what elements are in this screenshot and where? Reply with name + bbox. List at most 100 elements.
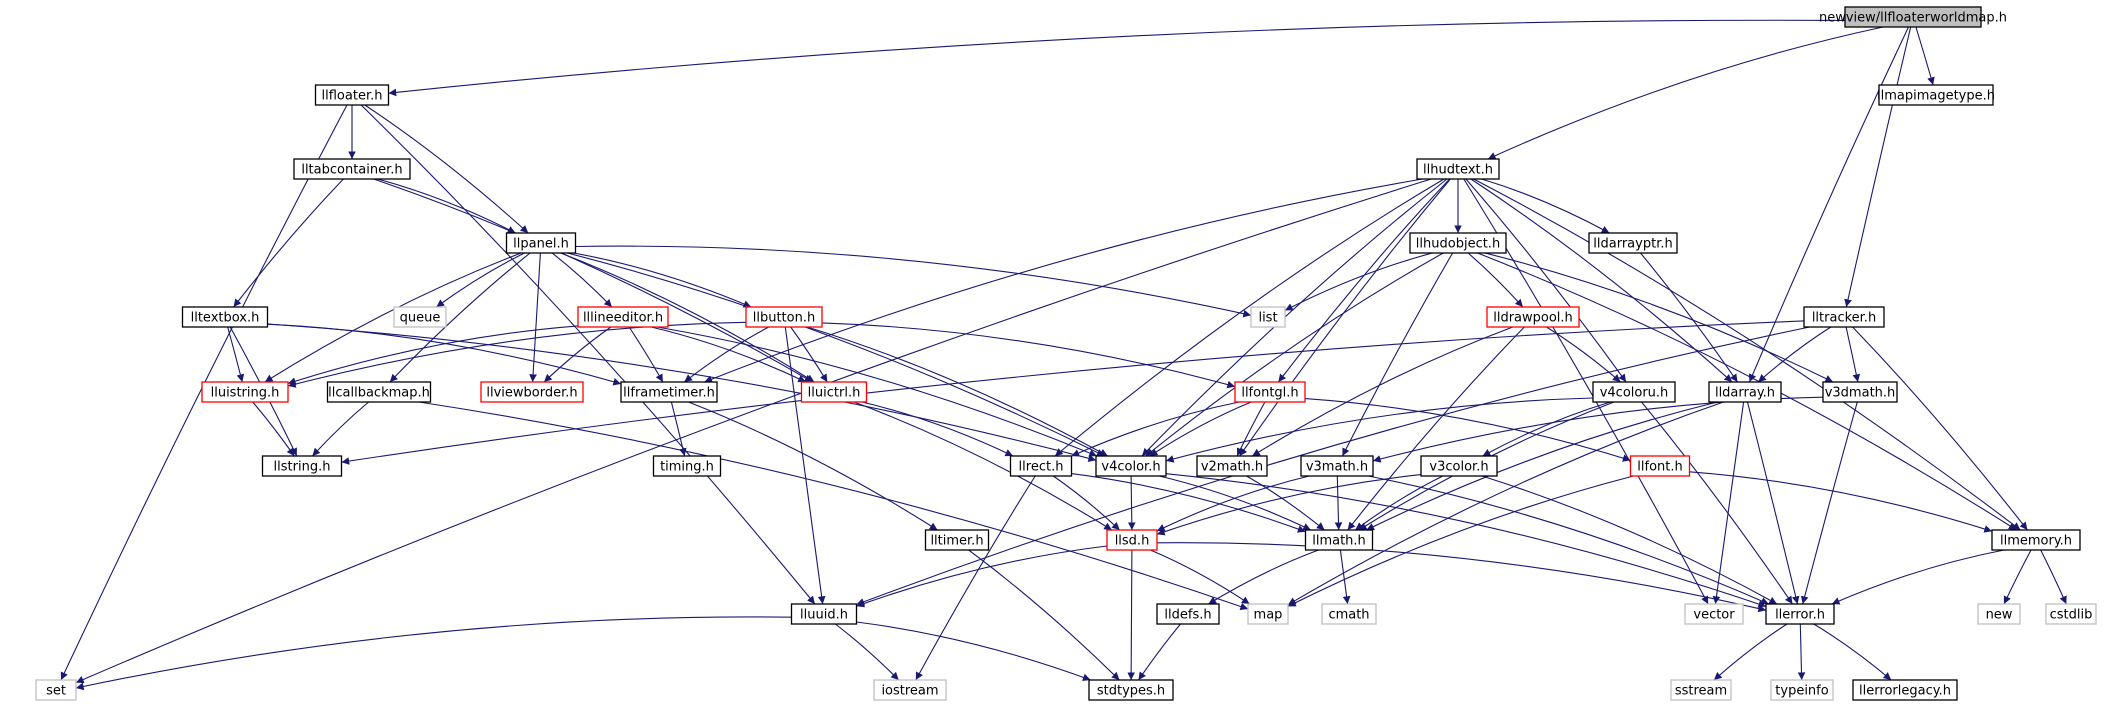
node-label: lltextbox.h (191, 311, 260, 326)
edge-llerror-to-sstream (1713, 623, 1788, 681)
node-box (1670, 679, 1732, 701)
node-llfloater[interactable]: llfloater.h (314, 84, 390, 106)
edge-llhudobject-to-lldrawpool (1467, 252, 1524, 308)
node-v4coloru[interactable]: v4coloru.h (1592, 381, 1676, 403)
node-llbutton[interactable]: llbutton.h (745, 306, 823, 328)
node-v4color[interactable]: v4color.h (1095, 455, 1167, 477)
node-lltextbox[interactable]: lltextbox.h (181, 306, 269, 328)
node-label: llmath.h (1312, 534, 1366, 549)
node-v3color[interactable]: v3color.h (1420, 455, 1498, 477)
edge-lltimer-to-stdtypes (968, 549, 1120, 681)
edge-llfontgl-to-llrect (1071, 401, 1240, 457)
node-llsd[interactable]: llsd.h (1106, 529, 1158, 551)
node-llmath[interactable]: llmath.h (1304, 529, 1374, 551)
node-llcallbackmap[interactable]: llcallbackmap.h (326, 381, 432, 403)
edge-layer (60, 19, 2067, 691)
node-lluuid[interactable]: lluuid.h (790, 603, 858, 625)
edge-llrect-to-llmath (1071, 473, 1306, 533)
node-lluistring[interactable]: lluistring.h (201, 381, 289, 403)
node-llfont[interactable]: llfont.h (1629, 455, 1691, 477)
node-lluictrl[interactable]: lluictrl.h (800, 381, 868, 403)
edge-llmemory-to-llerror (1831, 549, 2005, 605)
edge-lltracker-to-lldarray (1757, 326, 1832, 383)
node-llframetimer[interactable]: llframetimer.h (620, 381, 718, 403)
node-lltabcontainer[interactable]: lltabcontainer.h (293, 158, 411, 180)
node-label: v2math.h (1201, 460, 1263, 475)
node-llhudtext[interactable]: llhudtext.h (1416, 158, 1500, 180)
edge-v3math-to-llmath (1334, 475, 1343, 531)
node-label: newview/llfloaterworldmap.h (1819, 11, 2007, 26)
node-llrect[interactable]: llrect.h (1009, 455, 1073, 477)
node-label: timing.h (660, 460, 714, 475)
node-box (1106, 529, 1158, 551)
node-lltimer[interactable]: lltimer.h (924, 529, 990, 551)
edge-llpanel-to-queue (436, 252, 525, 308)
node-list: list (1250, 306, 1286, 328)
node-box (393, 306, 447, 328)
edge-lllineeditor-to-llviewborder (543, 326, 612, 383)
node-llhudobject[interactable]: llhudobject.h (1409, 232, 1507, 254)
node-typeinfo: typeinfo (1770, 679, 1834, 701)
node-v3dmath[interactable]: v3dmath.h (1822, 381, 1898, 403)
node-lldrawpool[interactable]: lldrawpool.h (1486, 306, 1580, 328)
node-box (35, 679, 77, 701)
node-box (1304, 529, 1374, 551)
node-box (1196, 455, 1268, 477)
edge-lluistring-to-llstring (252, 401, 295, 457)
edge-lltracker-to-lluuid (856, 326, 1810, 606)
node-lldefs[interactable]: lldefs.h (1156, 603, 1220, 625)
node-label: llviewborder.h (486, 386, 577, 401)
edge-llbutton-to-llframetimer (683, 326, 769, 383)
node-vector: vector (1684, 603, 1744, 625)
node-lldarray[interactable]: lldarray.h (1708, 381, 1782, 403)
node-label: lluictrl.h (808, 386, 861, 401)
edge-llpanel-to-lllineeditor (551, 252, 613, 308)
edge-llfontgl-to-llfont (1304, 398, 1631, 462)
edge-v3color-to-llsd (1156, 474, 1422, 536)
node-llstring[interactable]: llstring.h (261, 455, 343, 477)
node-label: lldarrayptr.h (1593, 237, 1672, 252)
edge-lldarray-to-vector (1712, 401, 1745, 605)
node-box (1629, 455, 1691, 477)
node-v2math[interactable]: v2math.h (1196, 455, 1268, 477)
node-llmapimagetype[interactable]: llmapimagetype.h (1877, 84, 1995, 106)
node-lldarrayptr[interactable]: lldarrayptr.h (1588, 232, 1678, 254)
node-llmemory[interactable]: llmemory.h (1991, 529, 2081, 551)
edge-llbutton-to-lluistring (287, 321, 747, 388)
node-box (873, 679, 947, 701)
edge-llcallbackmap-to-llstring (311, 401, 369, 457)
edge-llbutton-to-v4color (807, 326, 1108, 457)
node-box (181, 306, 269, 328)
node-llpanel[interactable]: llpanel.h (505, 232, 577, 254)
node-label: llcallbackmap.h (328, 386, 430, 401)
node-box (620, 381, 718, 403)
edge-llerror-to-typeinfo (1797, 623, 1806, 681)
node-label: v3dmath.h (1825, 386, 1896, 401)
node-llviewborder[interactable]: llviewborder.h (480, 381, 584, 403)
edge-llhudtext-to-v4coloru (1465, 178, 1627, 383)
edge-lldrawpool-to-v2math (1251, 326, 1513, 457)
node-label: iostream (881, 684, 938, 699)
edge-lltracker-to-llstring (341, 320, 1805, 465)
node-box (1300, 455, 1374, 477)
node-map: map (1247, 603, 1289, 625)
edge-lldrawpool-to-llmath (1347, 326, 1525, 531)
node-v3math[interactable]: v3math.h (1300, 455, 1374, 477)
node-lltracker[interactable]: lltracker.h (1803, 306, 1885, 328)
edge-llhudtext-to-llframetimer (704, 178, 1423, 383)
edge-llbutton-to-lluuid (784, 326, 826, 605)
node-timing[interactable]: timing.h (652, 455, 722, 477)
node-label: llerrorlegacy.h (1859, 684, 1951, 699)
node-llfontgl[interactable]: llfontgl.h (1234, 381, 1306, 403)
edge-lldefs-to-stdtypes (1138, 623, 1181, 681)
node-llerrorlegacy[interactable]: llerrorlegacy.h (1852, 679, 1958, 701)
node-stdtypes[interactable]: stdtypes.h (1088, 679, 1174, 701)
node-lllineeditor[interactable]: lllineeditor.h (577, 306, 669, 328)
edge-llframetimer-to-lltimer (688, 401, 938, 531)
node-llerror[interactable]: llerror.h (1765, 603, 1835, 625)
node-root[interactable]: newview/llfloaterworldmap.h (1819, 6, 2007, 28)
node-box (1592, 381, 1676, 403)
edge-llmemory-to-new (2003, 549, 2032, 605)
node-label: lltracker.h (1812, 311, 1876, 326)
edge-v2math-to-llmath (1246, 475, 1325, 531)
